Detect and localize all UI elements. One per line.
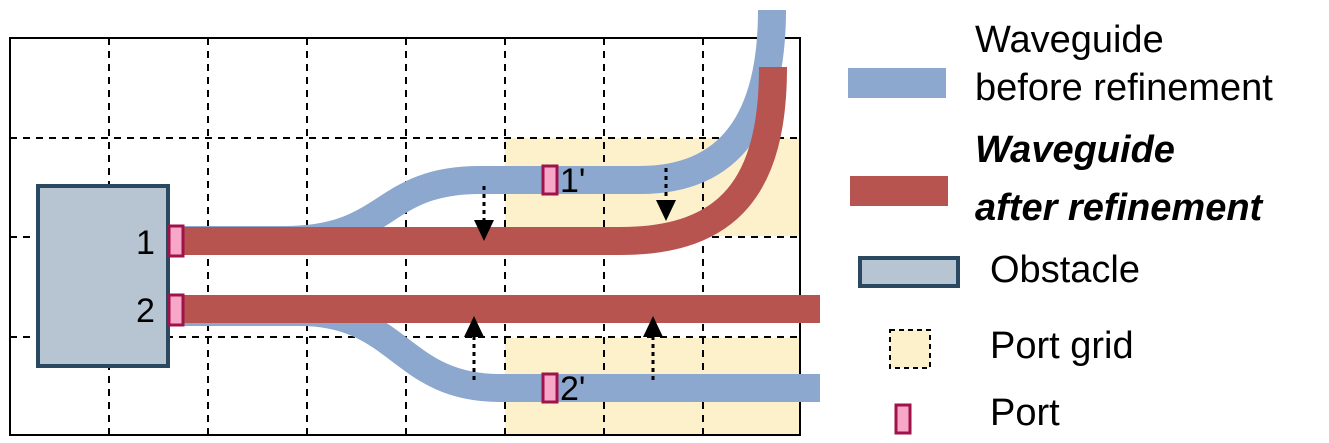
legend-label-port: Port <box>990 392 1060 434</box>
arrow-down-right <box>656 168 676 221</box>
arrow-up-left <box>464 316 484 380</box>
legend-item-after: Waveguide after refinement <box>850 129 1264 229</box>
port-label-1: 1 <box>136 224 155 262</box>
port-1-prime <box>541 164 559 196</box>
legend-label-before-1: Waveguide <box>975 19 1164 61</box>
port-2-prime <box>541 372 559 404</box>
port-label-2-prime: 2' <box>560 370 585 408</box>
legend-swatch-before <box>848 68 946 98</box>
port-1 <box>167 224 185 258</box>
legend-item-obstacle: Obstacle <box>858 249 1140 291</box>
port-labels: 1 2 1' 2' <box>136 162 585 408</box>
legend-label-after-1: Waveguide <box>975 129 1175 171</box>
port-label-1-prime: 1' <box>560 162 585 200</box>
refinement-arrows <box>464 168 676 380</box>
legend-label-before-2: before refinement <box>975 67 1273 109</box>
legend-item-before: Waveguide before refinement <box>848 19 1273 109</box>
grid-border <box>9 37 801 436</box>
legend-swatch-port-grid <box>889 329 931 369</box>
legend: Waveguide before refinement Waveguide af… <box>848 19 1273 435</box>
legend-item-port-grid: Port grid <box>889 325 1134 369</box>
legend-swatch-obstacle <box>858 256 960 288</box>
waveguide-after-1 <box>183 66 787 255</box>
legend-swatch-port <box>894 403 912 435</box>
port-label-2: 2 <box>136 292 155 330</box>
ports <box>167 164 559 404</box>
waveguides-after <box>183 66 820 323</box>
arrow-up-right <box>643 316 663 380</box>
legend-label-port-grid: Port grid <box>990 325 1134 367</box>
legend-swatch-after <box>850 176 948 206</box>
legend-item-port: Port <box>894 392 1060 435</box>
obstacle <box>36 184 170 368</box>
arrow-down-left <box>474 186 494 241</box>
legend-label-after-2: after refinement <box>975 187 1264 229</box>
legend-label-obstacle: Obstacle <box>990 249 1140 291</box>
port-2 <box>167 293 185 327</box>
